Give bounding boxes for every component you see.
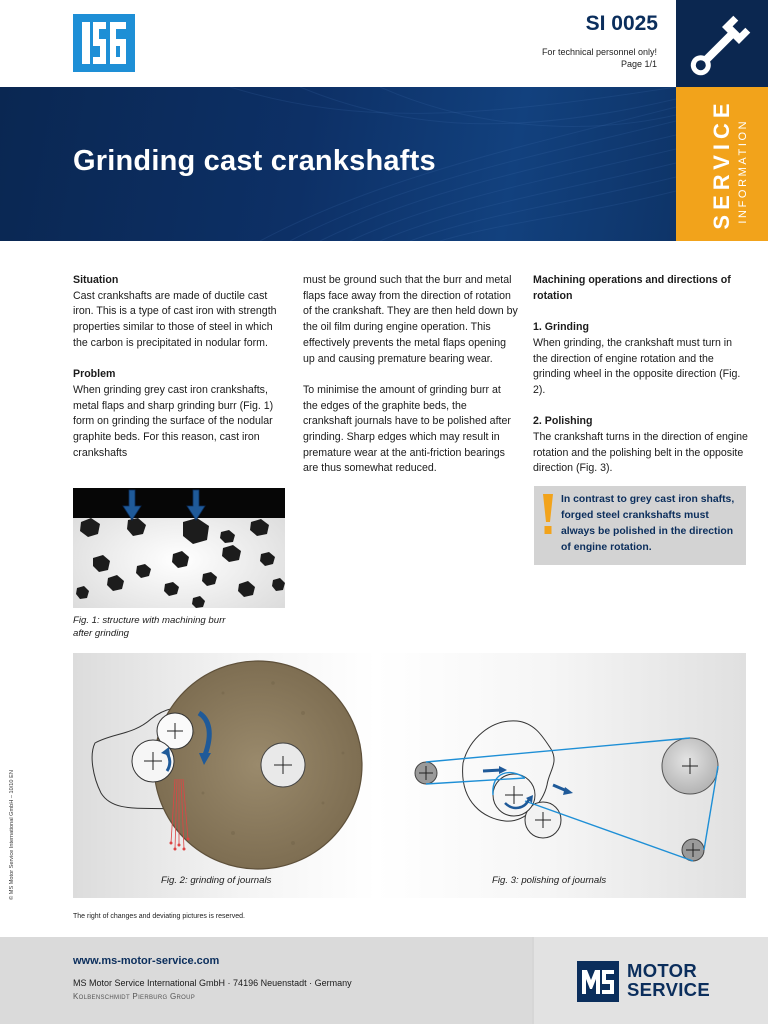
column-1: Situation Cast crankshafts are made of d… <box>73 273 288 477</box>
polishing-heading: 2. Polishing <box>533 415 593 428</box>
audience-text: For technical personnel only! <box>541 47 657 57</box>
ks-logo-icon <box>73 14 135 72</box>
problem-text: When grinding grey cast iron crankshafts… <box>73 383 274 459</box>
fig3-caption: Fig. 3: polishing of journals <box>492 875 607 886</box>
company-address: MS Motor Service International GmbH · 74… <box>73 978 352 988</box>
wrench-icon <box>676 0 768 87</box>
document-number: SI 0025 <box>585 12 658 35</box>
grinding-text: When grinding, the crankshaft must turn … <box>533 336 741 396</box>
service-label: SERVICE <box>709 98 734 230</box>
situation-heading: Situation <box>73 274 119 286</box>
brand-line-motor: MOTOR <box>627 960 698 981</box>
polishing-text: The crankshaft turns in the direction of… <box>533 431 748 475</box>
page-title: Grinding cast crankshafts <box>73 145 436 177</box>
column-2: must be ground such that the burr and me… <box>303 273 518 493</box>
brand-line-service: SERVICE <box>627 979 710 1000</box>
website-link[interactable]: www.ms-motor-service.com <box>73 955 220 967</box>
fig3-drawing <box>414 720 719 862</box>
polishing-belt <box>425 737 719 862</box>
grinding-heading: 1. Grinding <box>533 321 589 334</box>
brand-name: MOTOR SERVICE <box>627 961 710 999</box>
ms-logo-icon <box>577 961 619 1002</box>
footer: www.ms-motor-service.com MS Motor Servic… <box>0 937 768 1024</box>
title-banner: Grinding cast crankshafts <box>0 87 676 241</box>
copyright-note: © MS Motor Service International GmbH – … <box>9 770 15 900</box>
note-text: In contrast to grey cast iron shafts, fo… <box>561 494 735 553</box>
banner-pattern <box>229 87 676 241</box>
audience-note: For technical personnel only! Page 1/1 <box>542 46 657 70</box>
burr-direction-text: must be ground such that the burr and me… <box>303 274 518 365</box>
information-label: INFORMATION <box>737 118 749 224</box>
service-tag: SERVICE INFORMATION <box>676 87 768 241</box>
footer-contact: www.ms-motor-service.com MS Motor Servic… <box>0 937 532 1024</box>
column-3: Machining operations and directions of r… <box>533 273 748 493</box>
fig1-caption: Fig. 1: structure with machining burr af… <box>73 615 226 639</box>
machining-heading: Machining operations and directions of r… <box>533 274 731 302</box>
situation-text: Cast crankshafts are made of ductile cas… <box>73 289 277 349</box>
fig2-caption: Fig. 2: grinding of journals <box>161 875 272 886</box>
grinding-wheel <box>153 660 363 870</box>
fig1-micrograph <box>73 488 285 608</box>
reserved-note: The right of changes and deviating pictu… <box>73 913 245 920</box>
group-name: Kolbenschmidt Pierburg Group <box>73 992 196 1001</box>
fig2-drawing <box>91 660 363 870</box>
exclamation-icon <box>543 494 553 534</box>
figure-panel <box>73 653 746 898</box>
note-box: In contrast to grey cast iron shafts, fo… <box>534 486 746 565</box>
polishing-reason-text: To minimise the amount of grinding burr … <box>303 383 511 475</box>
page-number: Page 1/1 <box>620 59 657 69</box>
problem-heading: Problem <box>73 368 116 381</box>
footer-brand: MOTOR SERVICE <box>534 937 768 1024</box>
